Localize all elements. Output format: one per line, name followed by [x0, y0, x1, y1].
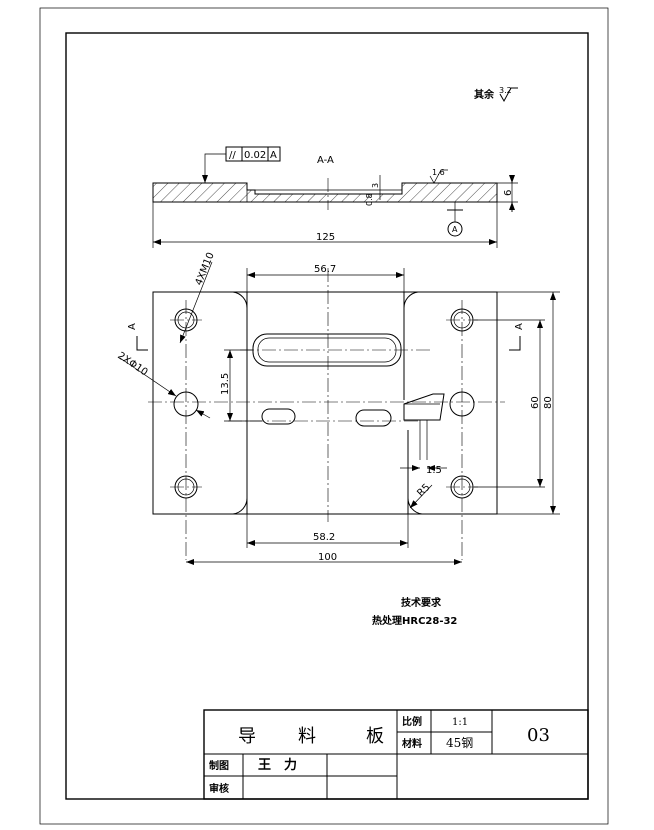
flatness-frame: // 0.02 A	[202, 146, 281, 183]
pin-hole-right	[449, 391, 475, 417]
plan-view: 56.7 13.5 1.5 R5 58.2 100 60 80 4XM	[115, 251, 560, 565]
svg-text:王 力: 王 力	[258, 757, 297, 773]
svg-text:A: A	[127, 323, 138, 330]
drawing-number: 03	[527, 725, 550, 746]
svg-text:审核: 审核	[209, 782, 229, 795]
svg-text:0.8: 0.8	[365, 193, 374, 206]
thread-hole-tr	[446, 308, 478, 332]
svg-text:1.5: 1.5	[426, 465, 442, 476]
svg-text:比例: 比例	[402, 715, 422, 728]
part-name-1: 导	[238, 726, 256, 747]
svg-text:4XM10: 4XM10	[194, 251, 217, 287]
cut-marker-left: A	[127, 323, 148, 351]
title-block: 导 料 板 比例 1:1 材料 45钢 03 制图 王 力 审核	[203, 709, 589, 800]
svg-text:56.7: 56.7	[314, 264, 336, 275]
outer-border	[39, 7, 609, 825]
svg-text:1:1: 1:1	[452, 717, 468, 728]
svg-text:3: 3	[371, 183, 380, 188]
part-name-2: 料	[298, 726, 316, 747]
svg-text:100: 100	[318, 552, 337, 563]
svg-text:其余: 其余	[474, 88, 495, 101]
svg-text:58.2: 58.2	[313, 532, 335, 543]
roughness-note: 其余 3.2	[474, 86, 518, 103]
svg-text:13.5: 13.5	[220, 373, 231, 395]
svg-text:材料: 材料	[402, 737, 422, 750]
thread-hole-br	[446, 475, 478, 499]
thread-hole-bl	[170, 475, 202, 499]
svg-text://: //	[229, 150, 236, 161]
svg-text:1.6: 1.6	[432, 168, 445, 177]
section-view: A-A // 0.02 A 1.6 3 0.8	[152, 146, 518, 248]
pin-hole-left	[173, 391, 199, 417]
section-label: A-A	[317, 155, 334, 166]
datum-marker: A	[447, 202, 463, 237]
svg-text:A: A	[270, 150, 277, 161]
part-name-3: 板	[366, 726, 384, 747]
svg-text:45钢: 45钢	[446, 736, 473, 750]
svg-text:60: 60	[530, 396, 541, 409]
svg-text:0.02: 0.02	[244, 150, 266, 161]
svg-text:技术要求: 技术要求	[401, 596, 442, 609]
svg-text:热处理HRC28-32: 热处理HRC28-32	[372, 614, 457, 627]
svg-text:80: 80	[543, 396, 554, 409]
inner-border	[65, 32, 589, 800]
dim-length-125: 125	[316, 232, 335, 243]
svg-text:R5: R5	[415, 482, 432, 499]
svg-text:2XΦ10: 2XΦ10	[115, 350, 149, 378]
cut-marker-right: A	[509, 323, 525, 351]
svg-text:A: A	[452, 225, 458, 234]
svg-text:制图: 制图	[209, 759, 229, 772]
svg-text:A: A	[514, 323, 525, 330]
roughness-step: 1.6	[402, 168, 448, 184]
svg-text:6: 6	[503, 190, 514, 196]
tech-requirements: 技术要求 热处理HRC28-32	[372, 596, 457, 627]
svg-text:3.2: 3.2	[499, 86, 512, 95]
